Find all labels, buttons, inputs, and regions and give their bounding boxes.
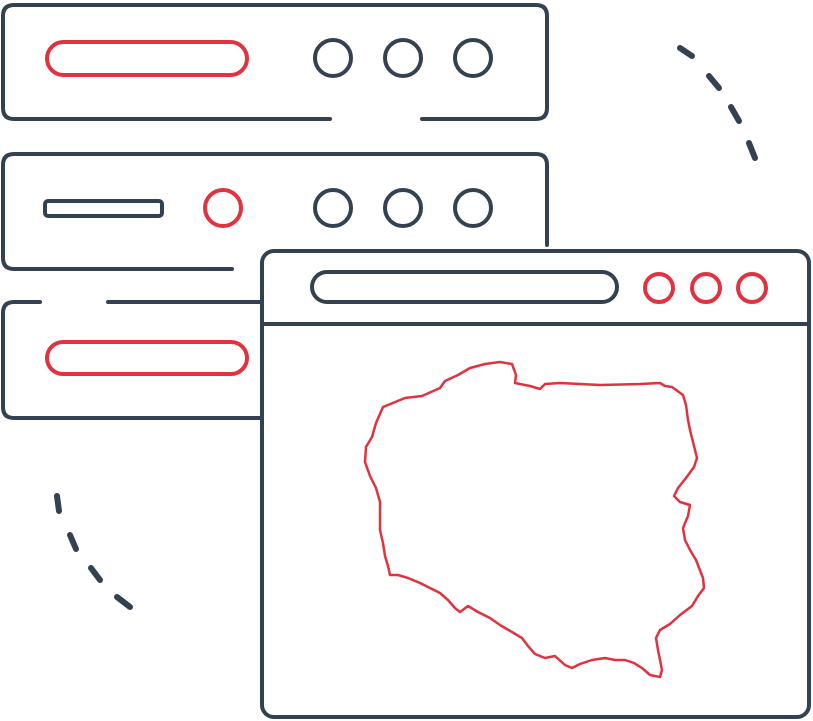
server-unit-3-frame xyxy=(1,300,264,420)
server-unit-1-status-light xyxy=(313,38,353,78)
dash-segment xyxy=(728,104,742,124)
server-unit-1-status-light xyxy=(453,38,493,78)
server-unit-2 xyxy=(1,152,549,271)
server-unit-1-status-light xyxy=(383,38,423,78)
dash-segment xyxy=(88,565,103,583)
dashed-arc-top-right xyxy=(677,45,758,161)
browser-control-dot xyxy=(736,272,768,304)
server-unit-2-dark-bar xyxy=(43,199,164,218)
poland-map-icon xyxy=(363,360,706,679)
server-unit-3-red-bar xyxy=(45,340,249,376)
server-unit-2-frame xyxy=(1,152,549,271)
server-unit-2-status-light xyxy=(383,188,423,228)
server-unit-3 xyxy=(1,300,264,420)
dashed-arc-bottom-left xyxy=(54,493,133,610)
browser-control-dot xyxy=(643,272,675,304)
dash-segment xyxy=(746,140,758,161)
server-unit-2-red-light xyxy=(203,188,243,228)
server-unit-1-frame xyxy=(1,3,549,121)
browser-address-bar xyxy=(310,270,619,304)
dash-segment xyxy=(67,532,79,552)
browser-window-icon xyxy=(260,249,811,719)
server-unit-1 xyxy=(1,3,549,121)
dash-segment xyxy=(706,73,722,91)
dash-segment xyxy=(677,45,695,59)
server-unit-1-red-bar xyxy=(45,40,249,77)
dash-segment xyxy=(114,594,133,610)
browser-window-frame xyxy=(260,249,811,719)
browser-control-dot xyxy=(690,272,722,304)
dash-segment xyxy=(54,493,62,514)
server-unit-2-status-light xyxy=(453,188,493,228)
server-unit-2-status-light xyxy=(313,188,353,228)
